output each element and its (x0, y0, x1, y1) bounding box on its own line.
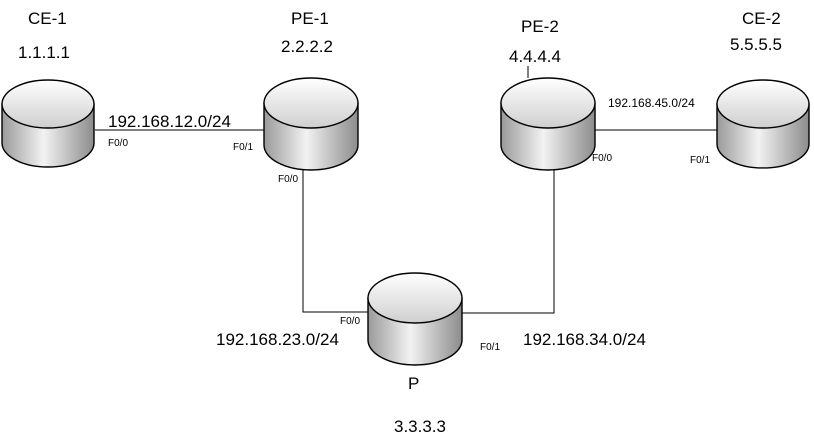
interface-pe1-f00: F0/0 (278, 174, 298, 185)
router-ce1-icon[interactable] (1, 79, 95, 168)
interface-p-f01: F0/1 (480, 342, 500, 353)
router-ce2-icon[interactable] (716, 79, 810, 169)
network-pe1-p-label: 192.168.23.0/24 (216, 330, 339, 349)
router-pe1-address: 2.2.2.2 (281, 37, 333, 56)
network-pe2-ce2-label: 192.168.45.0/24 (608, 96, 695, 110)
router-p-address: 3.3.3.3 (394, 417, 446, 436)
router-pe1-name: PE-1 (291, 9, 329, 28)
interface-p-f00: F0/0 (340, 316, 360, 327)
router-pe2-name: PE-2 (521, 17, 559, 36)
router-ce2-name: CE-2 (742, 9, 781, 28)
interface-ce1-f00: F0/0 (108, 138, 128, 149)
interface-pe2-f00: F0/0 (592, 153, 612, 164)
link-p-pe2 (462, 170, 555, 314)
interface-pe1-f01: F0/1 (233, 142, 253, 153)
router-ce1-name: CE-1 (28, 9, 67, 28)
router-pe2-address: 4.4.4.4 (509, 47, 561, 66)
network-ce1-pe1-label: 192.168.12.0/24 (108, 112, 231, 131)
network-p-pe2-label: 192.168.34.0/24 (523, 330, 646, 349)
interface-ce2-f01: F0/1 (690, 155, 710, 166)
router-ce1-address: 1.1.1.1 (18, 43, 70, 62)
router-ce2-address: 5.5.5.5 (730, 35, 782, 54)
router-p-name: P (408, 374, 419, 393)
router-p-icon[interactable] (367, 272, 463, 366)
router-pe2-icon[interactable] (500, 77, 596, 171)
link-pe1-p (302, 170, 368, 313)
router-pe1-icon[interactable] (263, 77, 359, 171)
